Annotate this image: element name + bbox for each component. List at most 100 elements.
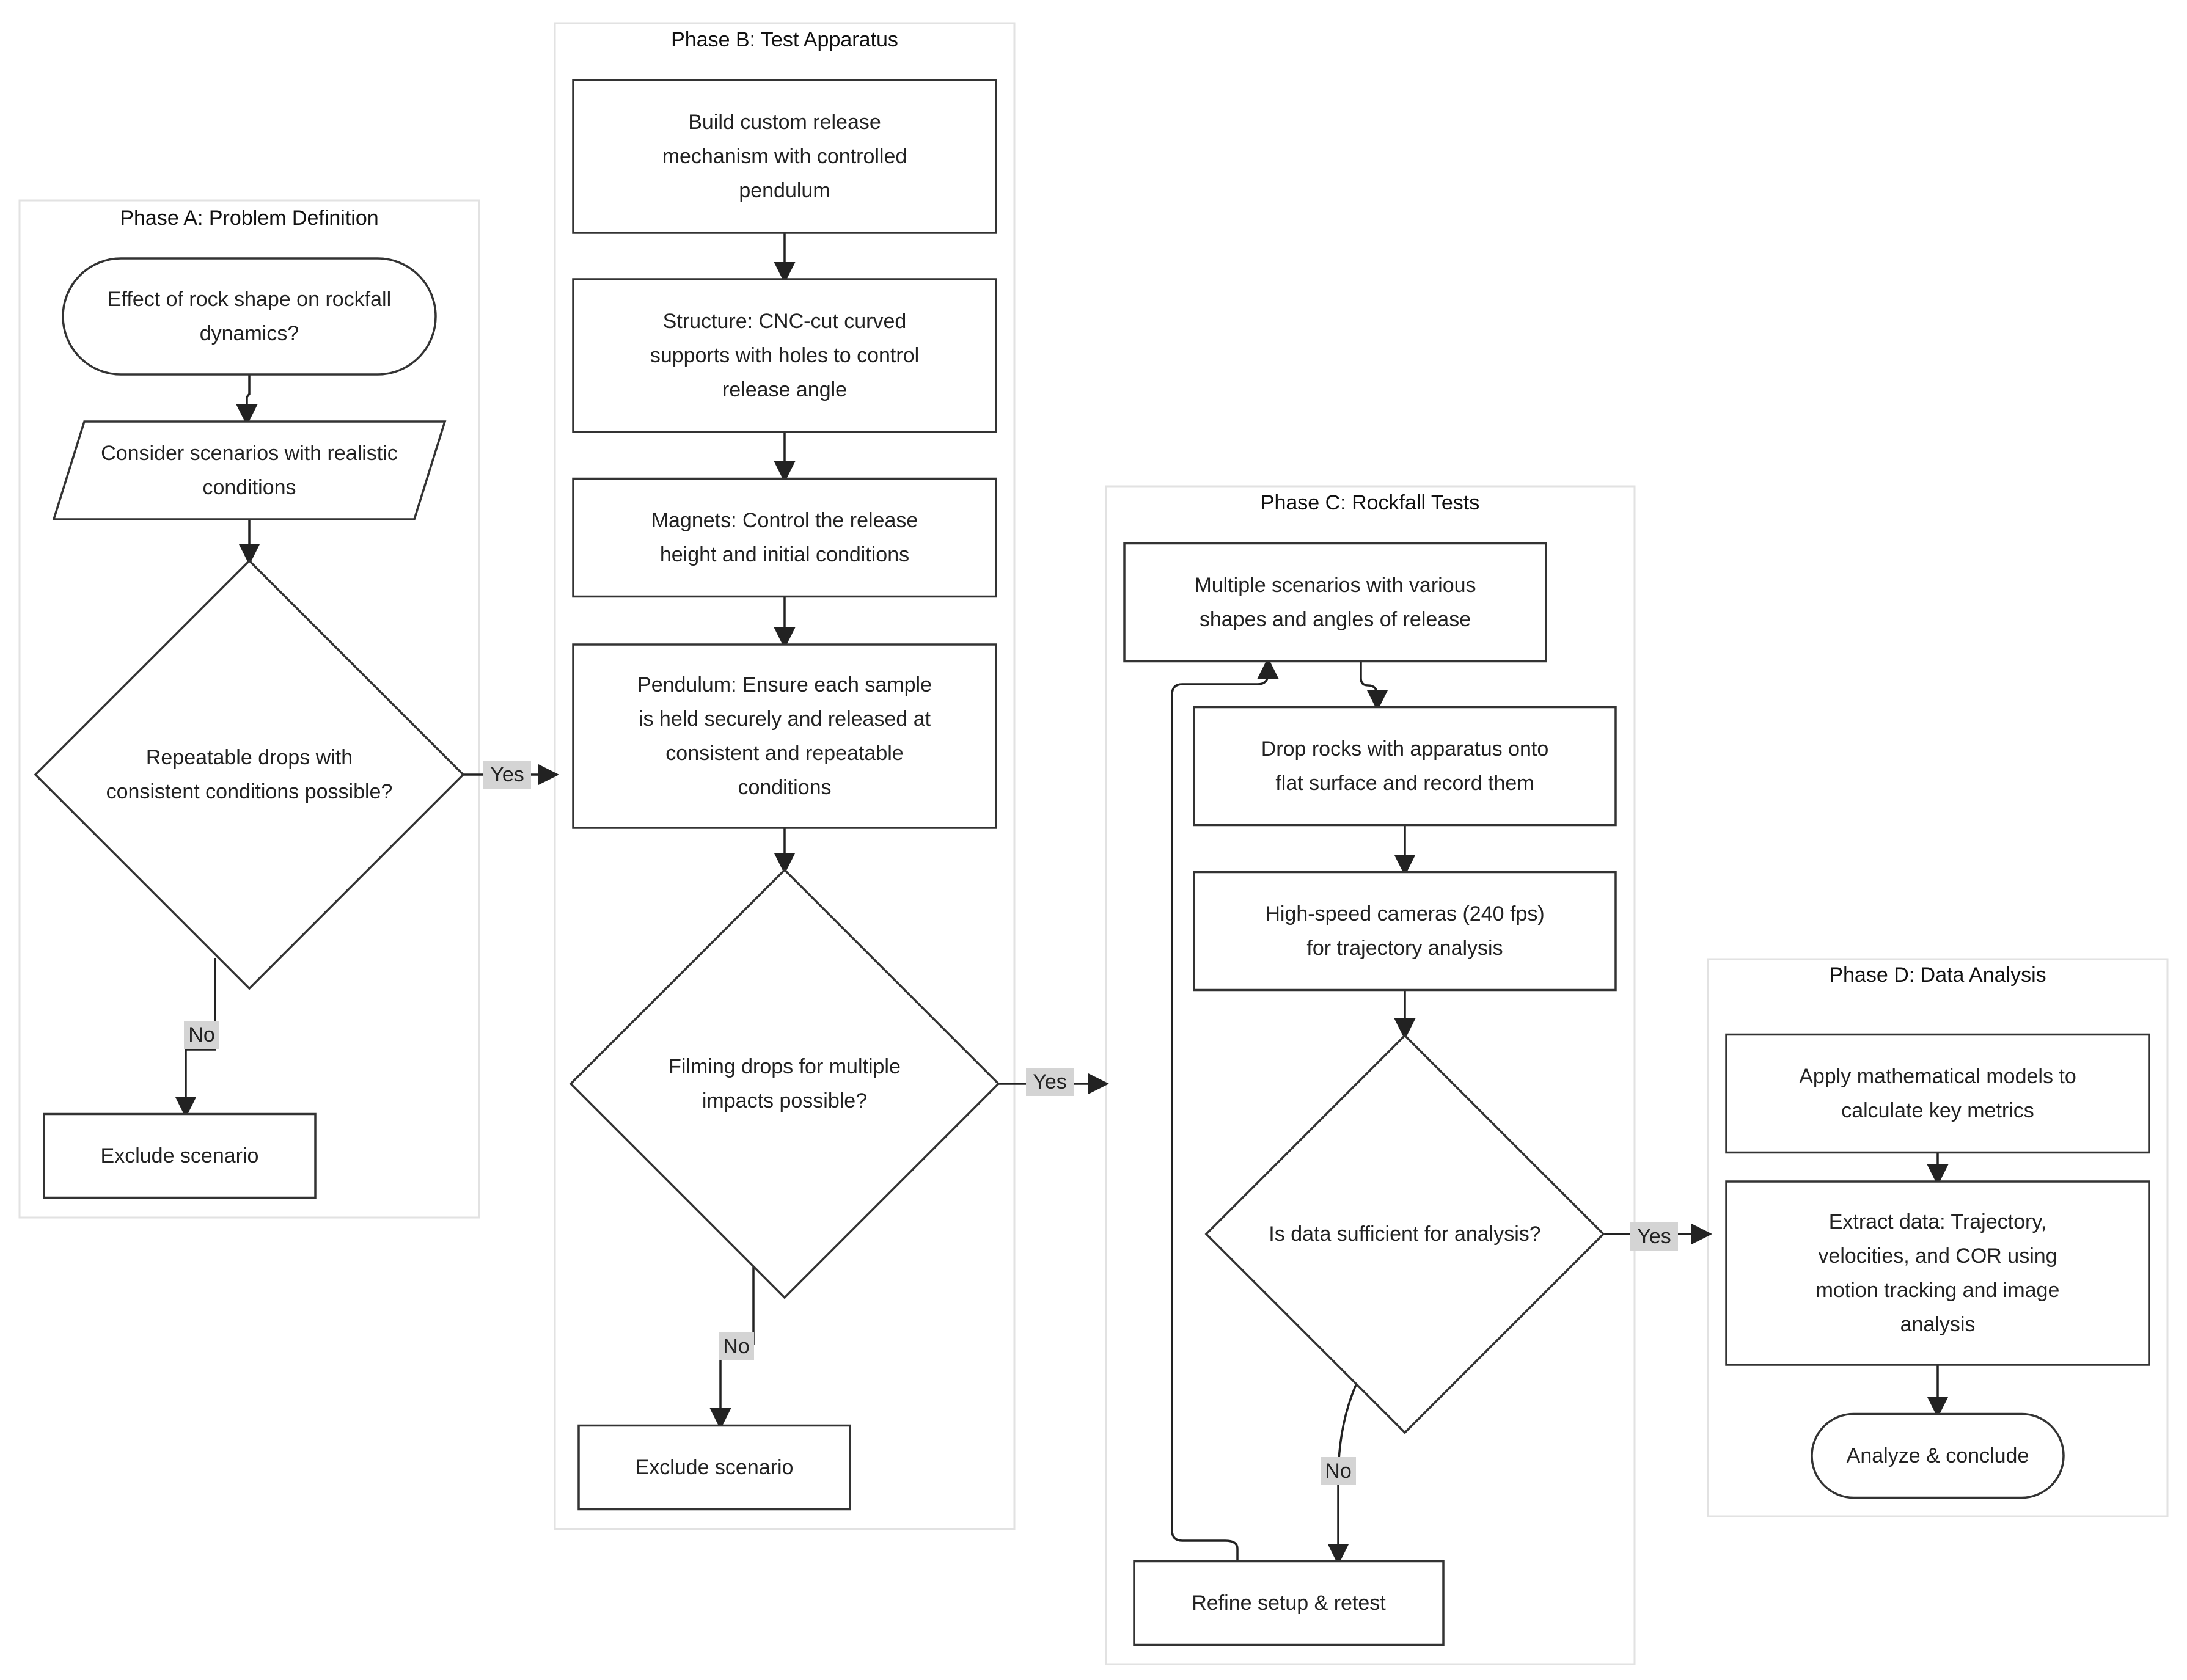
- rect-shape: [572, 79, 997, 234]
- node-text-line: Is data sufficient for analysis?: [1269, 1222, 1540, 1246]
- edge-label-background: [184, 1021, 219, 1049]
- node-text-line: is held securely and released at: [639, 707, 931, 731]
- node-text-line: analysis: [1900, 1313, 1976, 1336]
- rect-shape: [1133, 1560, 1445, 1646]
- edge-label-text: No: [723, 1335, 749, 1358]
- diamond-shape: [34, 559, 465, 990]
- node-text-line: conditions: [202, 476, 296, 499]
- node-text-line: High-speed cameras (240 fps): [1265, 902, 1544, 926]
- node-b-pendulum[interactable]: Pendulum: Ensure each sample is held secu…: [572, 643, 997, 829]
- rect-shape: [1193, 706, 1617, 827]
- node-text-line: shapes and angles of release: [1200, 608, 1471, 631]
- node-text-line: Filming drops for multiple: [669, 1055, 901, 1078]
- phase-b-title: Phase B: Test Apparatus: [671, 28, 898, 51]
- rect-shape: [1123, 542, 1547, 663]
- node-text-line: impacts possible?: [702, 1089, 867, 1112]
- edge-label-text: No: [1325, 1459, 1351, 1483]
- edge-label-no: No: [1321, 1457, 1356, 1485]
- edge-c_multiple-to-c_drop: [1360, 662, 1388, 711]
- node-a-start[interactable]: Effect of rock shape on rockfall dynamics…: [62, 257, 437, 376]
- node-text-line: supports with holes to control: [650, 344, 919, 367]
- phase-d-title: Phase D: Data Analysis: [1829, 963, 2046, 987]
- node-text-line: mechanism with controlled: [662, 145, 907, 168]
- node-text-line: release angle: [722, 378, 847, 401]
- phase-c-title: Phase C: Rockfall Tests: [1261, 491, 1479, 514]
- node-text-line: Drop rocks with apparatus onto: [1261, 737, 1549, 761]
- edge-label-text: No: [188, 1023, 214, 1046]
- rect-shape: [577, 1424, 851, 1511]
- node-c-decision[interactable]: Is data sufficient for analysis?: [1204, 1034, 1605, 1434]
- nodes-layer: Effect of rock shape on rockfall dynamics…: [34, 79, 2150, 1646]
- node-c-refine[interactable]: Refine setup & retest: [1133, 1560, 1445, 1646]
- node-b-structure[interactable]: Structure: CNC-cut curved supports with h…: [572, 278, 997, 433]
- node-text-line: Magnets: Control the release: [651, 509, 918, 532]
- node-text-line: Extract data: Trajectory,: [1829, 1210, 2047, 1233]
- node-text-line: Repeatable drops with: [146, 746, 353, 769]
- diamond-shape: [1204, 1034, 1605, 1434]
- node-text-line: Multiple scenarios with various: [1194, 574, 1476, 597]
- node-text-line: conditions: [738, 776, 831, 799]
- edge-label-yes: Yes: [1630, 1222, 1678, 1251]
- node-a-decision[interactable]: Repeatable drops with consistent conditio…: [34, 559, 465, 990]
- node-b-exclude[interactable]: Exclude scenario: [577, 1424, 851, 1511]
- rect-shape: [1193, 871, 1617, 992]
- rect-shape: [1725, 1180, 2150, 1366]
- node-c-cameras[interactable]: High-speed cameras (240 fps) for trajecto…: [1193, 871, 1617, 992]
- edge-label-background: [1321, 1457, 1356, 1485]
- rect-shape: [1725, 1033, 2150, 1154]
- node-text-line: height and initial conditions: [660, 543, 909, 566]
- node-text-line: motion tracking and image: [1816, 1279, 2060, 1302]
- node-text-line: velocities, and COR using: [1818, 1244, 2057, 1268]
- parallelogram-shape: [52, 420, 447, 520]
- edge-label-text: Yes: [1033, 1070, 1066, 1094]
- node-text-line: Effect of rock shape on rockfall: [108, 288, 391, 311]
- edge-label-background: [719, 1332, 754, 1360]
- rect-shape: [43, 1112, 317, 1199]
- edge-a_start-to-a_scenarios: [236, 374, 258, 426]
- edge-c_refine-to-c_multiple: [1171, 657, 1279, 1561]
- edge-label-text: Yes: [1637, 1225, 1671, 1248]
- node-text-line: dynamics?: [200, 322, 299, 345]
- node-d-conclude[interactable]: Analyze & conclude: [1811, 1412, 2065, 1499]
- node-c-multiple[interactable]: Multiple scenarios with various shapes an…: [1123, 542, 1547, 663]
- edge-label-background: [1026, 1068, 1074, 1096]
- node-text-line: Build custom release: [688, 111, 881, 134]
- edge-label-background: [1630, 1222, 1678, 1251]
- edge-label-no: No: [719, 1332, 754, 1360]
- edge-label-yes: Yes: [483, 761, 531, 789]
- stadium-shape: [62, 257, 437, 376]
- node-text-line: Structure: CNC-cut curved: [663, 310, 907, 333]
- node-text-line: consistent and repeatable: [665, 742, 903, 765]
- node-text-line: consistent conditions possible?: [106, 780, 393, 803]
- node-b-decision[interactable]: Filming drops for multiple impacts possib…: [569, 868, 1000, 1299]
- edge-label-text: Yes: [490, 763, 524, 786]
- edge-a_decision-to-a_exclude: [175, 958, 216, 1118]
- node-text-line: Pendulum: Ensure each sample: [637, 673, 932, 696]
- node-text-line: for trajectory analysis: [1306, 937, 1503, 960]
- rect-shape: [572, 643, 997, 829]
- node-text-line: Apply mathematical models to: [1799, 1065, 2076, 1088]
- edge-label-background: [483, 761, 531, 789]
- node-text-line: Exclude scenario: [101, 1144, 259, 1167]
- node-b-magnets[interactable]: Magnets: Control the release height and i…: [572, 477, 997, 598]
- rect-shape: [572, 278, 997, 433]
- edge-label-no: No: [184, 1021, 219, 1049]
- node-text-line: Refine setup & retest: [1192, 1591, 1386, 1615]
- node-a-scenarios[interactable]: Consider scenarios with realistic conditi…: [52, 420, 447, 520]
- node-a-exclude[interactable]: Exclude scenario: [43, 1112, 317, 1199]
- phase-a-title: Phase A: Problem Definition: [120, 206, 378, 230]
- node-text-line: Consider scenarios with realistic: [101, 442, 398, 465]
- node-d-extract[interactable]: Extract data: Trajectory, velocities, and…: [1725, 1180, 2150, 1366]
- node-b-release[interactable]: Build custom release mechanism with contr…: [572, 79, 997, 234]
- node-text-line: pendulum: [739, 179, 830, 202]
- rect-shape: [572, 477, 997, 598]
- stadium-shape: [1811, 1412, 2065, 1499]
- node-d-models[interactable]: Apply mathematical models to calculate ke…: [1725, 1033, 2150, 1154]
- node-text-line: calculate key metrics: [1841, 1099, 2034, 1122]
- node-text-line: Analyze & conclude: [1847, 1444, 2029, 1467]
- diamond-shape: [569, 868, 1000, 1299]
- edge-label-yes: Yes: [1026, 1068, 1074, 1096]
